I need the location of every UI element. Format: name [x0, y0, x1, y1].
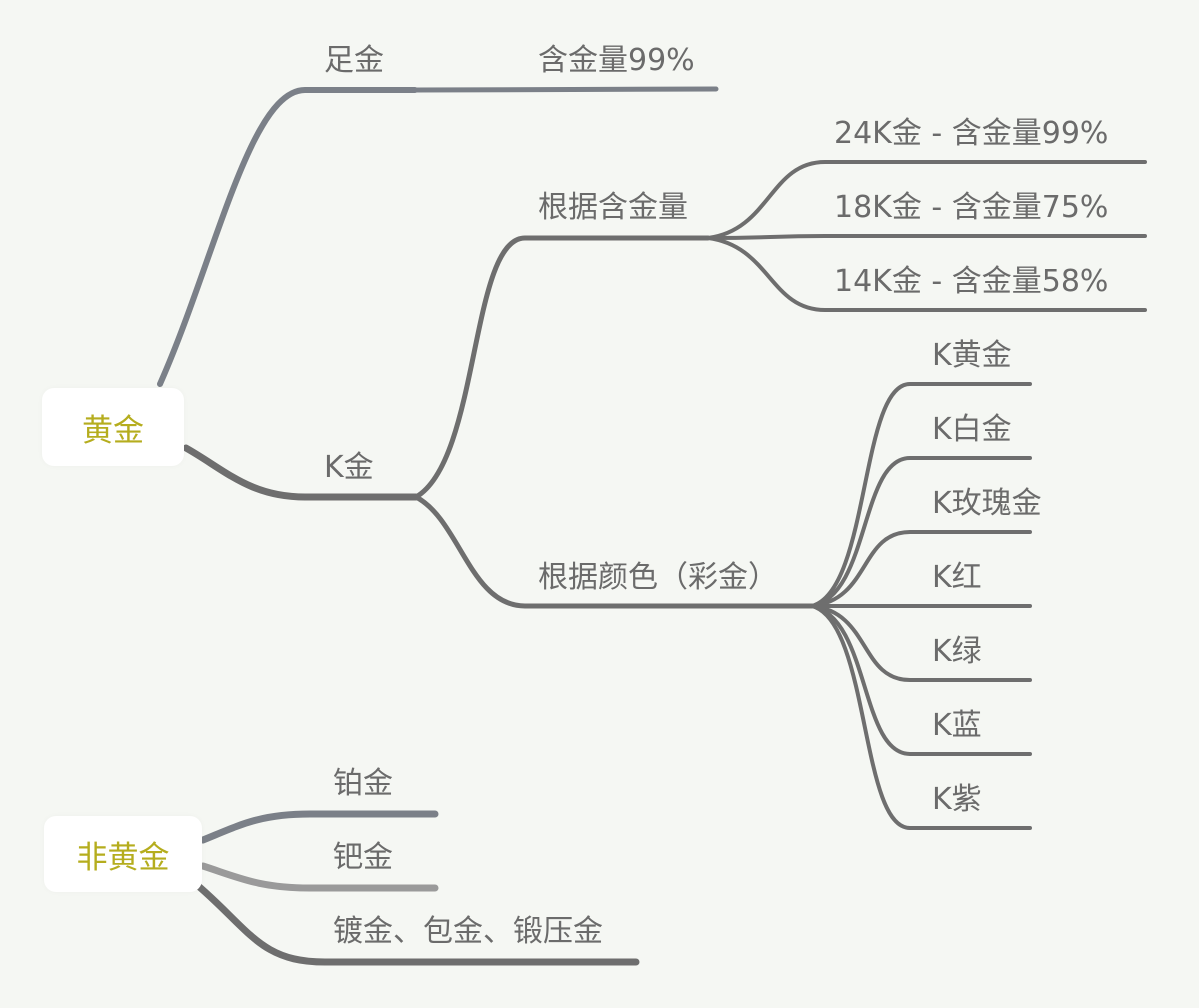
link-k-gold-to-by-color	[413, 494, 815, 609]
node-platinum[interactable]: 铂金	[333, 766, 393, 801]
link-by-color-to-k-yellow	[810, 382, 1032, 608]
node-palladium[interactable]: 钯金	[333, 840, 393, 875]
link-non-gold-to-plated	[192, 880, 640, 966]
node-pure-gold-detail[interactable]: 含金量99%	[538, 43, 695, 78]
node-k-gold[interactable]: K金	[324, 450, 374, 485]
link-pure-gold-to-detail	[412, 86, 719, 93]
node-plated-clad-forged[interactable]: 镀金、包金、锻压金	[333, 914, 603, 949]
root-node-non-gold-label: 非黄金	[76, 839, 170, 876]
node-color-k-red[interactable]: K红	[932, 560, 982, 595]
link-non-gold-to-platinum	[199, 810, 439, 844]
link-by-content-to-18k	[706, 234, 1147, 240]
link-non-gold-to-palladium	[199, 862, 439, 892]
link-by-color-to-k-rose	[810, 530, 1032, 608]
node-karat-18k[interactable]: 18K金 - 含金量75%	[834, 190, 1109, 225]
node-by-color[interactable]: 根据颜色（彩金）	[538, 560, 778, 595]
link-gold-to-k-gold	[182, 444, 420, 501]
node-color-k-yellow[interactable]: K黄金	[932, 338, 1012, 373]
link-by-color-to-k-white	[810, 456, 1032, 608]
link-gold-to-pure-gold	[157, 87, 418, 387]
node-karat-14k[interactable]: 14K金 - 含金量58%	[834, 264, 1109, 299]
link-by-color-to-k-purple	[810, 604, 1032, 830]
node-color-k-green[interactable]: K绿	[932, 634, 982, 669]
node-color-k-rose[interactable]: K玫瑰金	[932, 486, 1042, 521]
link-by-color-to-k-blue	[810, 604, 1032, 756]
link-by-content-to-24k	[706, 160, 1147, 240]
node-color-k-purple[interactable]: K紫	[932, 782, 982, 817]
node-pure-gold[interactable]: 足金	[324, 43, 384, 78]
root-node-gold-label: 黄金	[82, 412, 144, 449]
root-node-non-gold[interactable]: 非黄金	[44, 816, 202, 892]
node-color-k-blue[interactable]: K蓝	[932, 708, 982, 743]
link-by-content-to-14k	[706, 236, 1147, 312]
node-color-k-white[interactable]: K白金	[932, 412, 1012, 447]
node-karat-24k[interactable]: 24K金 - 含金量99%	[834, 116, 1109, 151]
link-k-gold-to-by-content	[413, 235, 711, 500]
root-node-gold[interactable]: 黄金	[42, 388, 184, 466]
node-by-content[interactable]: 根据含金量	[538, 190, 688, 225]
link-by-color-to-k-green	[810, 604, 1032, 682]
